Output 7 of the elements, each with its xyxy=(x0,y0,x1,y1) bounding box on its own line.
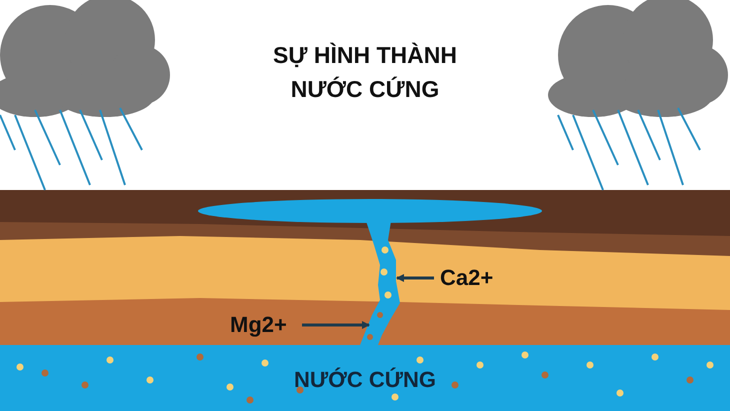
arrow xyxy=(302,321,370,329)
title: SỰ HÌNH THÀNH NƯỚC CỨNG xyxy=(272,41,458,104)
ion-label: Mg2+ xyxy=(230,312,296,338)
layer-label: NƯỚC CỨNG xyxy=(294,367,436,393)
ion-label: Ca2+ xyxy=(440,265,502,291)
arrow xyxy=(396,274,434,282)
hard-water-layer xyxy=(0,345,730,411)
